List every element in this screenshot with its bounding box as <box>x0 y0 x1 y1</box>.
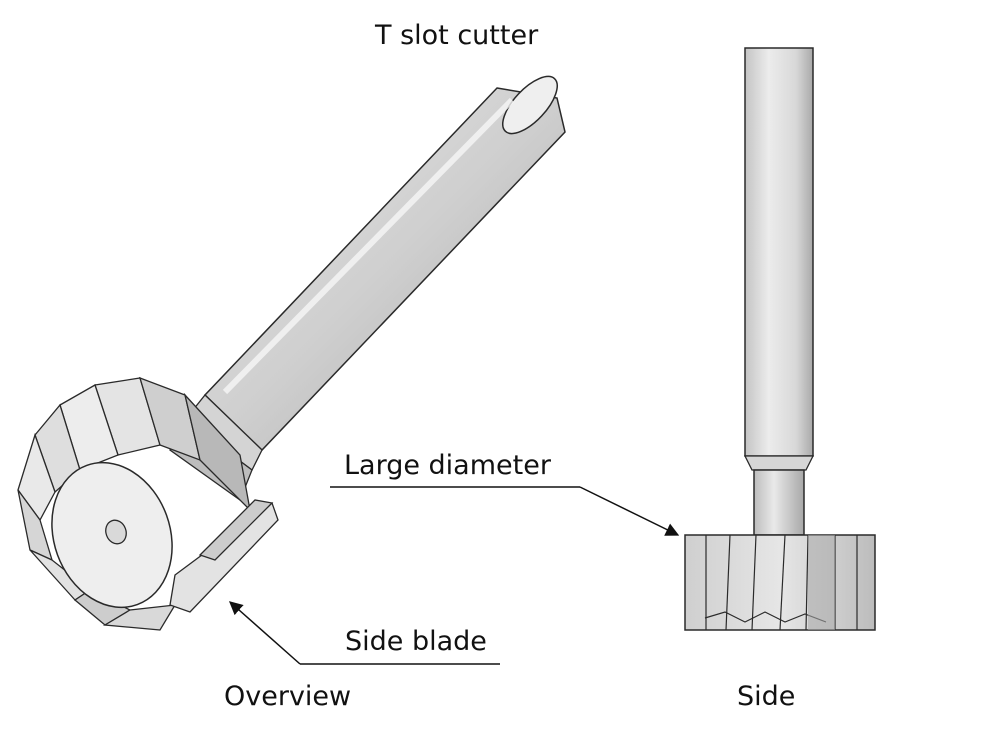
side-cutter-drawing <box>684 47 876 631</box>
overview-centre-hole <box>105 519 127 545</box>
overview-shank-end <box>502 75 558 135</box>
diagram-title: T slot cutter <box>375 20 539 51</box>
large-diameter-label: Large diameter <box>344 450 551 481</box>
overview-caption: Overview <box>224 681 352 712</box>
side-caption: Side <box>737 681 796 712</box>
side-shank <box>744 47 814 457</box>
side-neck <box>753 469 805 536</box>
side-shank-step <box>743 455 815 471</box>
overview-side-blade <box>169 501 279 613</box>
overview-cutter-head <box>17 376 279 631</box>
leader-large-diameter <box>330 486 680 536</box>
leader-side-blade <box>228 601 500 665</box>
overview-cutter-drawing <box>17 75 566 631</box>
side-blade-label: Side blade <box>345 626 487 657</box>
overview-shank <box>203 87 566 452</box>
